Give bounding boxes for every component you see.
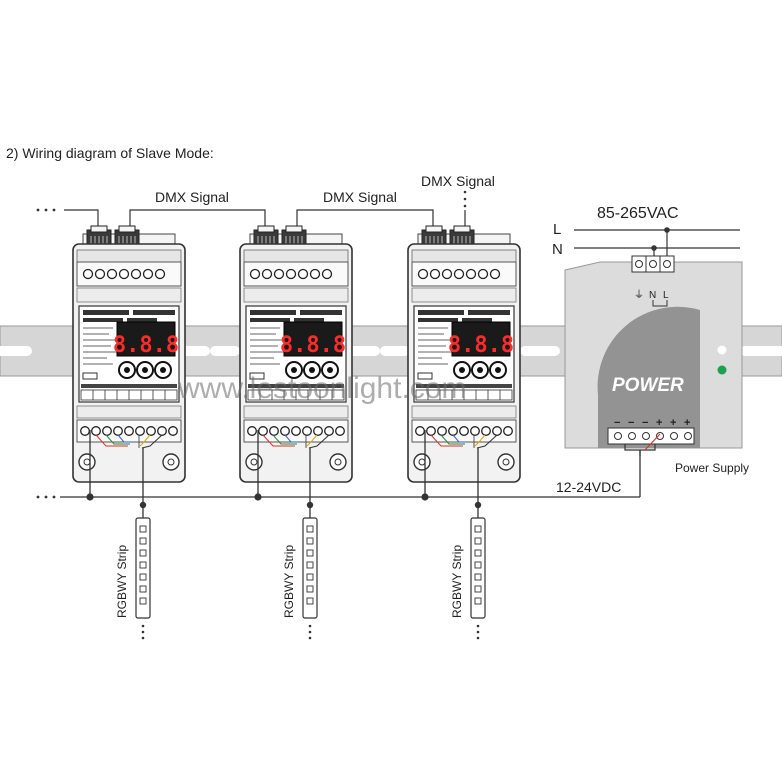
power-supply (564, 255, 743, 449)
psu-sign-2: − (628, 417, 634, 429)
led-display-3: 8.8.8 (448, 333, 514, 358)
watermark: www.lestoonlight.com (177, 372, 466, 405)
led-strip-3 (470, 517, 486, 640)
dmx-continuation-dots (36, 190, 467, 212)
dmx-signal-label-1: DMX Signal (155, 189, 229, 205)
diagram-title: 2) Wiring diagram of Slave Mode: (6, 145, 214, 161)
psu-sign-6: + (684, 417, 690, 429)
voltage-ac-label: 85-265VAC (597, 205, 679, 222)
terminal-n-label: N (649, 290, 656, 301)
strip-label-2: RGBWY Strip (282, 545, 296, 618)
decoder-module-1: 8.8.8 (72, 225, 186, 483)
output-wires (95, 434, 498, 449)
psu-sign-3: − (642, 417, 648, 429)
ac-junctions (651, 227, 670, 251)
dmx-wiring (64, 209, 466, 228)
led-display-2: 8.8.8 (280, 333, 346, 358)
power-word: POWER (612, 375, 684, 396)
psu-output-wires (624, 433, 661, 456)
terminal-l-label: L (663, 290, 669, 301)
strip-label-3: RGBWY Strip (450, 545, 464, 618)
psu-status-led (717, 365, 727, 375)
dmx-signal-label-2: DMX Signal (323, 189, 397, 205)
led-strip-1 (135, 517, 151, 640)
line-l-label: L (553, 221, 561, 238)
dc-bus-junctions (36, 493, 482, 509)
dmx-signal-label-3: DMX Signal (421, 173, 495, 189)
ac-lines (574, 229, 740, 258)
strip-label-1: RGBWY Strip (115, 545, 129, 618)
led-strip-2 (302, 517, 318, 640)
psu-sign-1: − (614, 417, 620, 429)
power-supply-label: Power Supply (675, 461, 749, 475)
dc-bus (60, 430, 641, 518)
psu-sign-5: + (670, 417, 676, 429)
led-display-1: 8.8.8 (113, 333, 179, 358)
psu-terminal-signs: − − − + + + (614, 417, 690, 429)
decoder-module-2: 8.8.8 (239, 225, 353, 483)
terminal-ground-label: ⏚ (634, 289, 644, 301)
decoder-module-3: 8.8.8 (407, 225, 521, 483)
voltage-dc-label: 12-24VDC (556, 479, 621, 495)
psu-sign-4: + (656, 417, 662, 429)
line-n-label: N (552, 241, 563, 258)
